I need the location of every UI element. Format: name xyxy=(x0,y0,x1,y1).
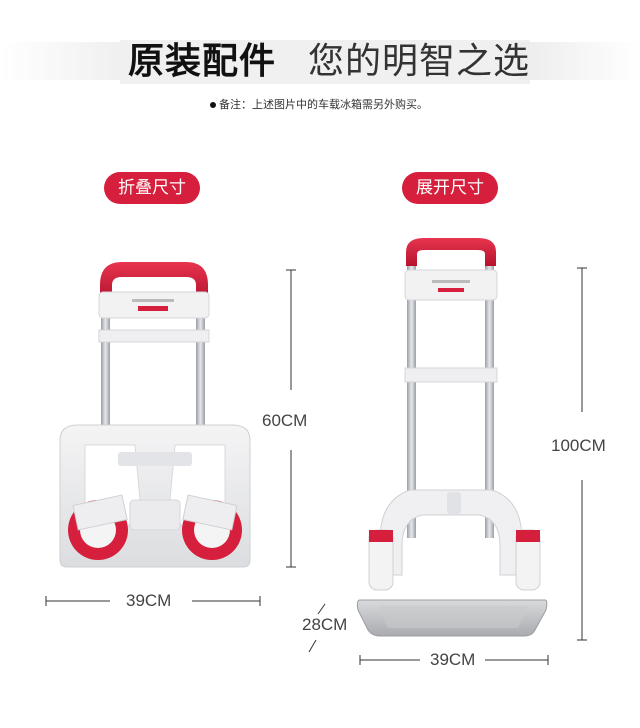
folded-width-dimension xyxy=(45,596,261,606)
folded-handle xyxy=(100,262,208,300)
page-title: 原装配件 xyxy=(128,41,277,82)
expanded-pole-right xyxy=(485,258,494,538)
folded-height-dimension xyxy=(286,269,296,568)
folded-width-label: 39CM xyxy=(126,591,172,611)
expanded-width-label: 39CM xyxy=(430,650,476,670)
expanded-handle xyxy=(406,238,496,266)
purchase-note: 备注：上述图片中的车载冰箱需另外购买。 xyxy=(210,96,428,112)
expanded-size-badge: 展开尺寸 xyxy=(402,172,498,204)
expanded-label-plate xyxy=(404,269,498,301)
folded-height-label: 60CM xyxy=(262,411,308,431)
purchase-note-text: 备注：上述图片中的车载冰箱需另外购买。 xyxy=(219,98,428,111)
expanded-depth-label: 28CM xyxy=(302,615,348,635)
expanded-height-dimension xyxy=(577,267,587,641)
expanded-frame xyxy=(379,489,523,576)
folded-label-plate xyxy=(98,291,210,319)
header-band xyxy=(120,40,530,84)
expanded-height-label: 100CM xyxy=(551,436,606,456)
expanded-width-dimension xyxy=(359,655,549,665)
expanded-pole-left xyxy=(407,258,416,538)
header: 原装配件 您的明智之选 xyxy=(0,22,640,102)
folded-pole-right xyxy=(196,290,205,460)
bullet-icon xyxy=(210,102,216,108)
page-subtitle: 您的明智之选 xyxy=(308,41,531,82)
expanded-depth-dimension xyxy=(308,603,326,653)
expanded-trolley xyxy=(356,238,548,637)
header-decor-right xyxy=(520,42,640,80)
folded-trolley xyxy=(59,262,251,568)
folded-size-badge: 折叠尺寸 xyxy=(104,172,200,204)
folded-pole-left xyxy=(101,290,110,460)
folded-brand-tag xyxy=(138,306,168,311)
